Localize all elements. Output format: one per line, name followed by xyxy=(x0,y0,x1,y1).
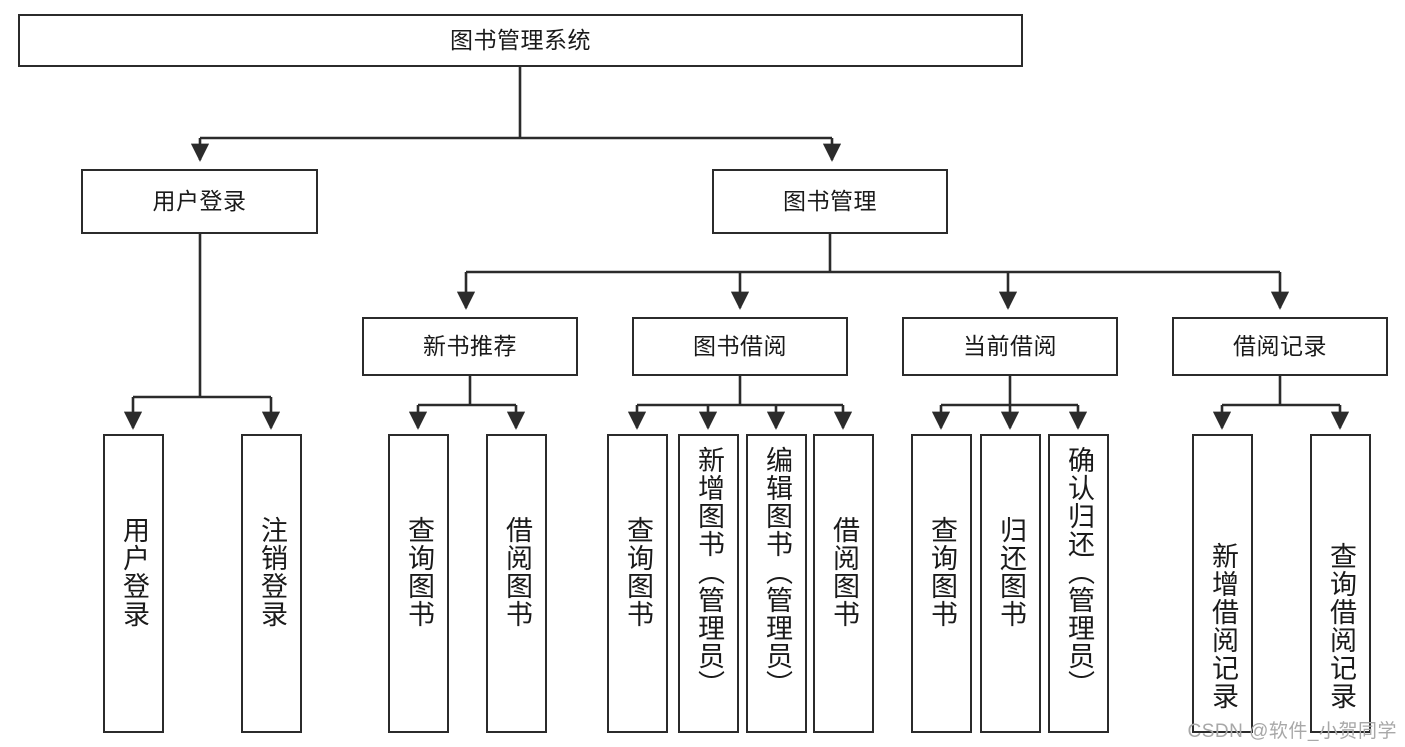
node-leaf-query-book-1[interactable]: 查询图书 xyxy=(388,434,449,733)
node-label: 图书借阅 xyxy=(693,332,787,359)
node-leaf-edit-book[interactable]: 编辑图书（管理员） xyxy=(746,434,807,733)
node-leaf-borrow-book-1[interactable]: 借阅图书 xyxy=(486,434,547,733)
node-leaf-add-record[interactable]: 新增借阅记录 xyxy=(1192,434,1253,733)
node-leaf-return-book[interactable]: 归还图书 xyxy=(980,434,1041,733)
node-label: 当前借阅 xyxy=(963,332,1057,359)
node-leaf-add-book[interactable]: 新增图书（管理员） xyxy=(678,434,739,733)
node-root-system[interactable]: 图书管理系统 xyxy=(18,14,1023,67)
node-book-management[interactable]: 图书管理 xyxy=(712,169,948,234)
node-label: 查询图书 xyxy=(404,516,434,628)
node-new-book-recommendation[interactable]: 新书推荐 xyxy=(362,317,578,376)
node-user-login[interactable]: 用户登录 xyxy=(81,169,318,234)
node-label: 图书管理系统 xyxy=(450,26,591,53)
node-label: 图书管理 xyxy=(783,187,877,214)
node-leaf-user-login[interactable]: 用户登录 xyxy=(103,434,164,733)
node-label: 新增借阅记录 xyxy=(1208,542,1238,710)
node-leaf-borrow-book-2[interactable]: 借阅图书 xyxy=(813,434,874,733)
node-label: 归还图书 xyxy=(996,516,1026,628)
node-label: 注销登录 xyxy=(257,516,287,628)
node-label: 新书推荐 xyxy=(423,332,517,359)
node-leaf-query-record[interactable]: 查询借阅记录 xyxy=(1310,434,1371,733)
node-label: 新增图书（管理员） xyxy=(694,446,724,698)
node-label: 编辑图书（管理员） xyxy=(762,446,792,698)
node-label: 查询图书 xyxy=(927,516,957,628)
node-label: 借阅记录 xyxy=(1233,332,1327,359)
node-leaf-confirm-return[interactable]: 确认归还（管理员） xyxy=(1048,434,1109,733)
csdn-watermark: CSDN @软件_小贺同学 xyxy=(1187,721,1397,742)
node-leaf-query-book-3[interactable]: 查询图书 xyxy=(911,434,972,733)
node-label: 借阅图书 xyxy=(829,516,859,628)
node-current-borrowing[interactable]: 当前借阅 xyxy=(902,317,1118,376)
node-label: 查询图书 xyxy=(623,516,653,628)
node-label: 借阅图书 xyxy=(502,516,532,628)
node-leaf-logout[interactable]: 注销登录 xyxy=(241,434,302,733)
node-book-borrowing[interactable]: 图书借阅 xyxy=(632,317,848,376)
node-leaf-query-book-2[interactable]: 查询图书 xyxy=(607,434,668,733)
node-label: 用户登录 xyxy=(119,516,149,628)
node-borrow-record[interactable]: 借阅记录 xyxy=(1172,317,1388,376)
node-label: 确认归还（管理员） xyxy=(1064,446,1094,698)
node-label: 用户登录 xyxy=(152,187,247,214)
node-label: 查询借阅记录 xyxy=(1326,542,1356,710)
